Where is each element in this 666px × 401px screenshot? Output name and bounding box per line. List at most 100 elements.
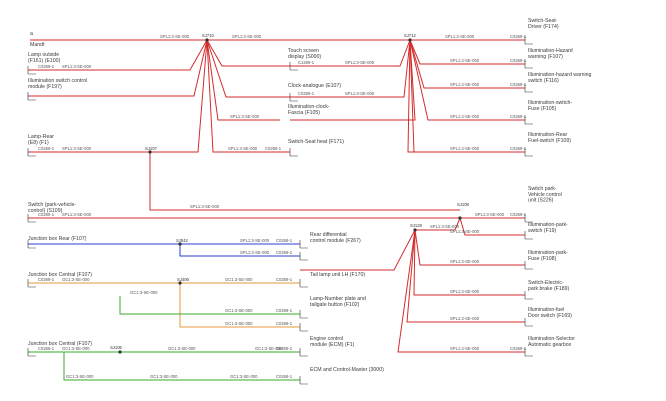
component-label-line: tailgate button (F102)	[310, 302, 360, 308]
connector-bracket	[299, 348, 308, 357]
wire-label: SPL1:3-SE-000	[475, 212, 505, 217]
connector-bracket	[289, 62, 298, 71]
connector-label: C0269-1	[510, 146, 527, 151]
component-label-line: switch (F116)	[528, 78, 559, 84]
component-label-line: switch (F19)	[528, 228, 557, 234]
wire-label: SPL1:3-SE-000	[345, 60, 375, 65]
connector-bracket	[524, 36, 533, 45]
component-label-line: Switch park-	[528, 186, 557, 192]
component-label-line: Fascia (F105)	[288, 110, 320, 116]
wire-label: GC1:3-SE-000	[150, 374, 178, 379]
component-label: Illumination-switch-Fuse (F105)	[528, 100, 572, 112]
component-label-line: Touch screen	[288, 48, 319, 54]
wire-label: SPL1:3-SE-000	[190, 204, 220, 209]
connector-bracket	[524, 231, 533, 240]
splice-dot	[413, 228, 417, 232]
wire-label: SPL1:3-SE-000	[160, 34, 190, 39]
connector-bracket	[299, 376, 308, 385]
splice-labels: SJ710 SJ712 SJ107 SJ108 SJ406 SJ042 SJ10…	[110, 33, 470, 350]
component-label: ECM and Control-Master (3000)	[310, 367, 384, 373]
connector-label: C1269-1	[298, 60, 315, 65]
wire-label: SPL1:3-SE-000	[450, 289, 480, 294]
connector-bracket	[27, 279, 36, 288]
green-wires	[28, 296, 300, 381]
wire-label: GC1:3-SE-000	[225, 277, 253, 282]
splice-label: SJ406	[177, 277, 190, 282]
component-label-line: Illumination-hazard warning	[528, 72, 592, 78]
wire-rfan-d	[413, 229, 525, 296]
splice-dot	[118, 350, 122, 354]
connector-label: C0269-1	[38, 212, 55, 217]
connector-bracket	[524, 348, 533, 357]
component-label-line: module (F197)	[28, 84, 62, 90]
component-label-line: Driver (F174)	[528, 24, 559, 30]
connector-bracket	[524, 60, 533, 69]
wire-fan-g	[206, 39, 290, 98]
component-label-line: unit (S226)	[528, 198, 554, 204]
component-label: Illumination-park-switch (F19)	[528, 222, 568, 234]
connector-bracket	[27, 348, 36, 357]
wire-label: GC1:3-SE-000	[66, 374, 94, 379]
connector-label: C0269-1	[510, 346, 527, 351]
component-label-line: Switch-Seat-	[528, 18, 558, 24]
connector-label: C0269-1	[276, 277, 293, 282]
splice-dot	[148, 150, 152, 154]
connector-bracket	[299, 252, 308, 261]
wire-label: SPL1:3-SE-000	[240, 250, 270, 255]
component-label-line: (E8) (F1)	[28, 140, 49, 146]
wire-label: SPL1:3-SE-000	[430, 224, 460, 229]
component-label-line: Lamp-Number plate and	[310, 296, 366, 302]
splice-label: SJ042	[176, 238, 189, 243]
wire-green-a	[119, 296, 300, 315]
wire-fan-j	[407, 39, 525, 153]
connector-label: C0269-1	[276, 374, 293, 379]
wire-label: GC1:3-SE-000	[168, 346, 196, 351]
connector-bracket	[299, 279, 308, 288]
wire-fan-i	[290, 39, 411, 98]
blue-wires	[28, 243, 300, 257]
component-label-line: Illumination-Rear	[528, 132, 567, 138]
component-label-line: Illumination-clock-	[288, 104, 330, 110]
component-label-line: Junction box Central (F107)	[28, 341, 92, 347]
wire-orange-b	[179, 283, 300, 328]
component-label-line: control module (F267)	[310, 238, 361, 244]
connector-label: C0269-1	[276, 238, 293, 243]
component-label: Junction box Rear (F107)	[28, 236, 87, 242]
component-label-line: Door switch (F169)	[528, 313, 572, 319]
wire-label: SPL1:3-SE-000	[450, 114, 480, 119]
wire-fan-c	[28, 39, 208, 153]
connector-bracket	[524, 214, 533, 223]
component-label: Junction box Central (F107)	[28, 341, 92, 347]
wire-green-c	[63, 352, 300, 381]
component-label-line: Illumination-park-	[528, 250, 568, 256]
connector-label: C0269-1	[276, 308, 293, 313]
connector-label: C0269-1	[38, 146, 55, 151]
component-label-line: Automatic gearbox	[528, 342, 572, 348]
wire-fan-l	[409, 39, 525, 89]
connector-bracket	[524, 116, 533, 125]
component-label-line: Fuse (F108)	[528, 256, 557, 262]
component-label-line: park brake (F189)	[528, 286, 570, 292]
connector-label: C0269-1	[510, 58, 527, 63]
component-brackets	[27, 36, 533, 385]
component-label: Tail lamp unit LH (F170)	[310, 272, 365, 278]
wire-rfan-e	[406, 229, 525, 323]
component-label-line: Clock-analogue (E107)	[288, 83, 341, 89]
splice-label: SJ128	[410, 223, 423, 228]
connector-label: C0269-1	[265, 146, 282, 151]
connector-bracket	[289, 148, 298, 157]
wire-label: GC1:3-SE-000	[62, 346, 90, 351]
connector-bracket	[524, 148, 533, 157]
wire-fan-a	[28, 39, 208, 71]
component-label: Illumination-park-Fuse (F108)	[528, 250, 568, 262]
connector-label: C0269-1	[510, 34, 527, 39]
component-label-line: ECM and Control-Master (3000)	[310, 367, 384, 373]
connector-label: C0269-1	[276, 346, 293, 351]
